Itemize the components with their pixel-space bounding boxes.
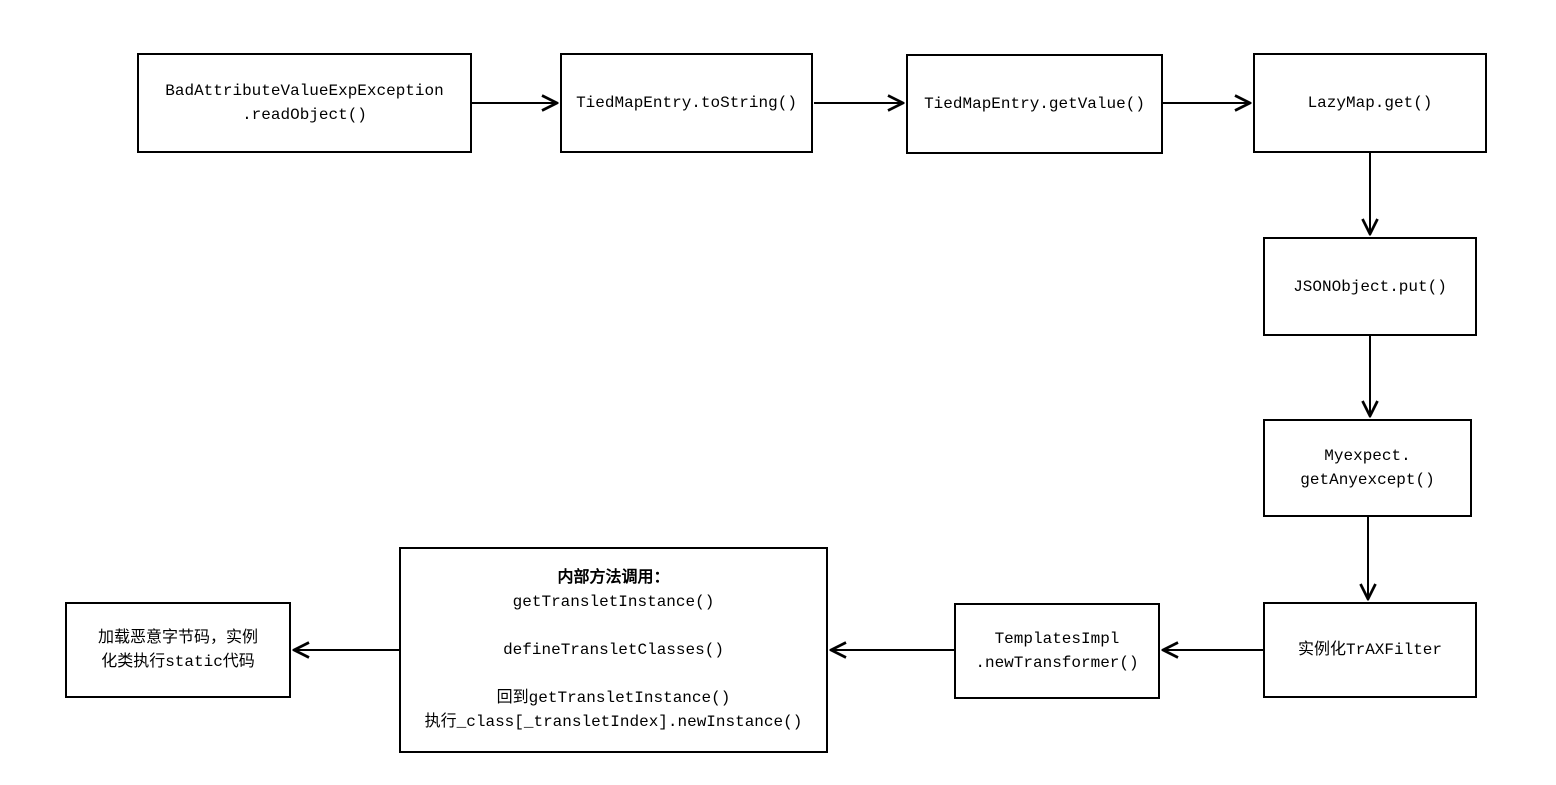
node-label-line: 内部方法调用：	[557, 569, 670, 587]
node-label-line: JSONObject.put()	[1293, 277, 1447, 296]
node-templatesimpl-newtransformer: TemplatesImpl .newTransformer()	[954, 603, 1160, 699]
node-label-line: TiedMapEntry.getValue()	[924, 95, 1145, 113]
node-label-line: 执行_class[_transletIndex].newInstance()	[424, 713, 803, 731]
node-label-line: getTransletInstance()	[512, 593, 715, 611]
node-internal-method-calls: 内部方法调用： getTransletInstance() defineTran…	[399, 547, 828, 753]
node-label-line: TiedMapEntry.toString()	[576, 94, 797, 112]
node-label-line: 回到getTransletInstance()	[496, 689, 731, 707]
node-label-line: LazyMap.get()	[1307, 94, 1433, 112]
node-label-line: getAnyexcept()	[1300, 471, 1435, 489]
node-label-line: .newTransformer()	[975, 654, 1139, 672]
node-label-line: TemplatesImpl	[994, 630, 1120, 648]
node-label-line: Myexpect.	[1324, 447, 1411, 465]
node-jsonobject-put: JSONObject.put()	[1263, 237, 1477, 336]
node-label-line: 加载恶意字节码，实例	[97, 629, 258, 647]
node-instantiate-traxfilter: 实例化TrAXFilter	[1263, 602, 1477, 698]
node-label-line: 化类执行static代码	[101, 653, 255, 671]
node-label-line: 实例化TrAXFilter	[1297, 641, 1443, 659]
node-tiedmapentry-tostring: TiedMapEntry.toString()	[560, 53, 813, 153]
node-myexpect-getanyexcept: Myexpect. getAnyexcept()	[1263, 419, 1472, 517]
node-label-line: defineTransletClasses()	[503, 641, 724, 659]
node-label-line: BadAttributeValueExpException	[165, 82, 444, 100]
node-label-line: .readObject()	[242, 106, 367, 124]
node-badattributevalueexpexception-readobject: BadAttributeValueExpException .readObjec…	[137, 53, 472, 153]
node-load-malicious-bytecode: 加载恶意字节码，实例 化类执行static代码	[65, 602, 291, 698]
node-tiedmapentry-getvalue: TiedMapEntry.getValue()	[906, 54, 1163, 154]
node-lazymap-get: LazyMap.get()	[1253, 53, 1487, 153]
